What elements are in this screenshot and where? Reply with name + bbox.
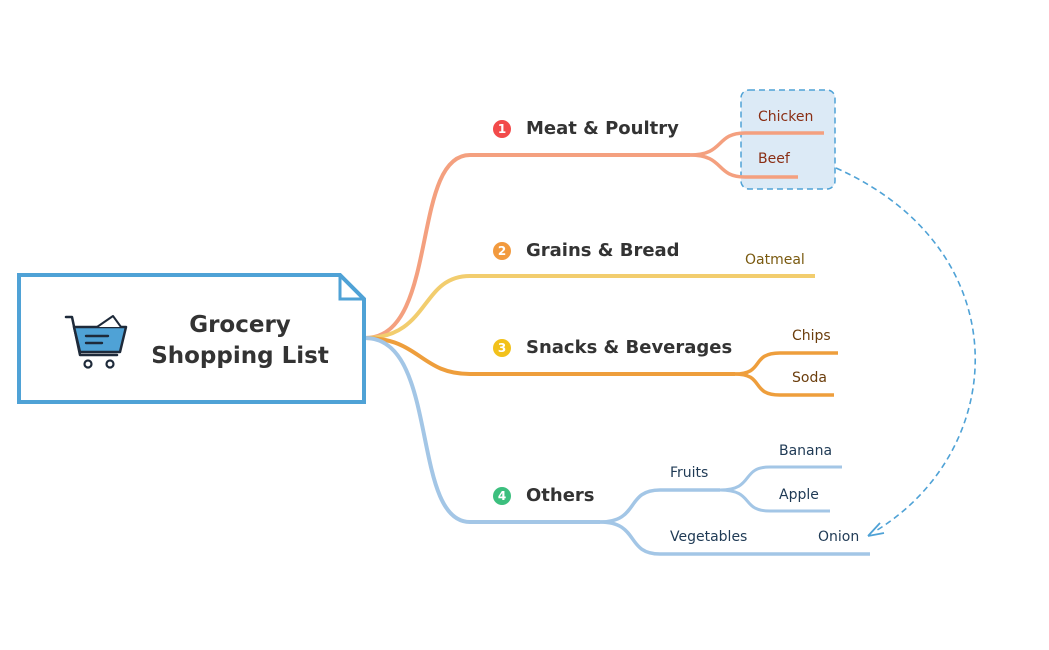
connector-vegetables bbox=[599, 520, 870, 556]
arrowhead bbox=[867, 522, 885, 537]
connector-grains bbox=[364, 274, 815, 340]
branch-4-badge: 4 bbox=[493, 487, 511, 505]
leaf-apple[interactable]: Apple bbox=[779, 487, 819, 503]
sub-vegetables[interactable]: Vegetables bbox=[670, 529, 748, 545]
root-title-line1: Grocery bbox=[189, 312, 291, 338]
leaf-onion[interactable]: Onion bbox=[818, 529, 860, 545]
connector-others bbox=[364, 336, 600, 524]
branch-2-badge: 2 bbox=[493, 242, 511, 260]
leaf-soda[interactable]: Soda bbox=[792, 370, 827, 386]
connector-banana bbox=[719, 465, 842, 492]
branch-1-badge: 1 bbox=[493, 120, 511, 138]
leaf-banana[interactable]: Banana bbox=[779, 443, 833, 459]
branch-others[interactable]: Others bbox=[526, 485, 595, 506]
branch-grains-bread[interactable]: Grains & Bread bbox=[526, 240, 680, 261]
connector-soda bbox=[734, 372, 834, 397]
connector-apple bbox=[719, 488, 830, 513]
root-title-line2: Shopping List bbox=[151, 343, 329, 369]
branch-3-badge: 3 bbox=[493, 339, 511, 357]
root-box-fold bbox=[338, 275, 364, 301]
root-title[interactable]: Grocery Shopping List bbox=[140, 310, 340, 372]
leaf-oatmeal[interactable]: Oatmeal bbox=[745, 252, 805, 268]
sub-fruits[interactable]: Fruits bbox=[670, 465, 709, 481]
connector-beef bbox=[689, 153, 798, 179]
connector-meat bbox=[364, 153, 690, 340]
leaf-chicken[interactable]: Chicken bbox=[758, 109, 814, 125]
group-boundary bbox=[740, 89, 836, 190]
leaf-beef[interactable]: Beef bbox=[758, 151, 790, 167]
relationship-arrow bbox=[835, 167, 976, 533]
shopping-cart-icon bbox=[64, 315, 128, 369]
connector-fruits bbox=[599, 488, 720, 524]
branch-snacks-beverages[interactable]: Snacks & Beverages bbox=[526, 337, 733, 358]
root-box bbox=[17, 273, 366, 404]
branch-meat-poultry[interactable]: Meat & Poultry bbox=[526, 118, 679, 139]
leaf-chips[interactable]: Chips bbox=[792, 328, 831, 344]
connector-snacks bbox=[364, 336, 735, 376]
